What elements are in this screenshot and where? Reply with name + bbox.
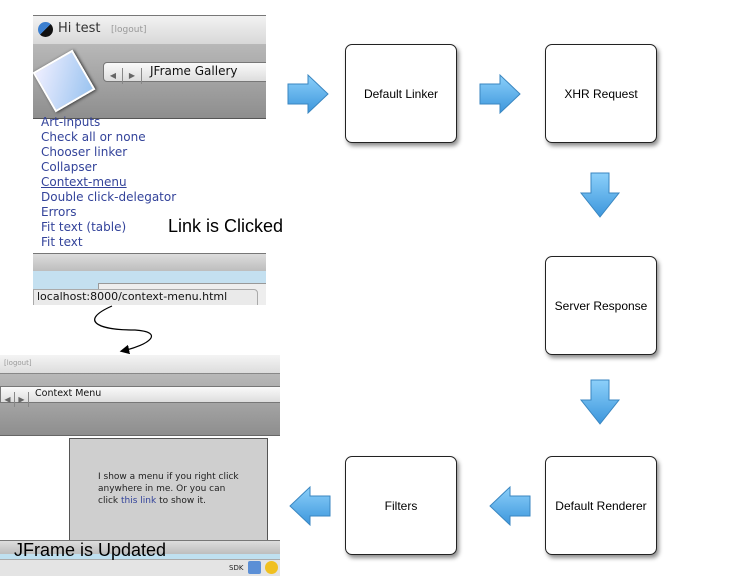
greeting: Hi test bbox=[58, 21, 101, 36]
arrow-left-icon bbox=[289, 485, 331, 527]
show-menu-link[interactable]: this link bbox=[120, 496, 157, 506]
link-clicked-label: Link is Clicked bbox=[168, 216, 284, 236]
curved-connector-arrow bbox=[94, 305, 152, 355]
step-default-renderer: Default Renderer bbox=[545, 456, 657, 555]
screenshot-after: [logout] ◀▶ Context Menu I show a menu i… bbox=[0, 355, 280, 576]
list-item[interactable]: Double click-delegator bbox=[41, 190, 177, 204]
gallery-link-list: Art-inputs Check all or none Chooser lin… bbox=[41, 115, 241, 250]
arrow-down-icon bbox=[579, 172, 621, 218]
back-button[interactable]: ◀ bbox=[104, 68, 123, 84]
back-button[interactable]: ◀ bbox=[1, 392, 15, 407]
list-item[interactable]: Errors bbox=[41, 205, 77, 219]
arrow-right-icon bbox=[287, 73, 329, 115]
toolbar: ◀▶ Context Menu bbox=[0, 374, 280, 436]
step-label: Default Renderer bbox=[555, 498, 647, 513]
app-icon[interactable] bbox=[248, 561, 261, 574]
logo-icon bbox=[38, 22, 53, 37]
window-title: Context Menu bbox=[35, 388, 102, 399]
footer-bar bbox=[0, 540, 280, 555]
gallery-icon bbox=[33, 49, 96, 113]
status-bar-url: localhost:8000/context-menu.html bbox=[33, 289, 258, 305]
jframe-updated-label: JFrame is Updated bbox=[14, 540, 167, 560]
step-label: XHR Request bbox=[564, 86, 638, 101]
step-filters: Filters bbox=[345, 456, 457, 555]
arrow-left-icon bbox=[489, 485, 531, 527]
body-text: I show a menu if you right click anywher… bbox=[98, 472, 239, 506]
step-label: Server Response bbox=[554, 298, 648, 313]
window-title-bar: ◀▶ JFrame Gallery bbox=[103, 62, 266, 84]
logout-link[interactable]: [logout] bbox=[4, 359, 32, 367]
link-text: Fit text bbox=[41, 220, 83, 234]
forward-button[interactable]: ▶ bbox=[123, 68, 142, 84]
list-item[interactable]: Check all or none bbox=[41, 130, 146, 144]
list-item[interactable]: Collapser bbox=[41, 160, 97, 174]
dock-bar: SDK bbox=[0, 559, 280, 576]
context-menu-area[interactable]: I show a menu if you right click anywher… bbox=[69, 438, 268, 560]
app-icon[interactable] bbox=[265, 561, 278, 574]
window-title: JFrame Gallery bbox=[150, 64, 238, 78]
arrow-right-icon bbox=[479, 73, 521, 115]
step-default-linker: Default Linker bbox=[345, 44, 457, 143]
step-server-response: Server Response bbox=[545, 256, 657, 355]
list-item[interactable]: Fit text (table) bbox=[41, 220, 241, 235]
list-item[interactable]: Chooser linker bbox=[41, 145, 128, 159]
context-menu-text: I show a menu if you right click anywher… bbox=[98, 471, 248, 507]
step-label: Default Linker bbox=[363, 86, 439, 101]
footer-bar bbox=[33, 253, 266, 272]
screenshot-before: Hi test [logout] ◀▶ JFrame Gallery Art-i… bbox=[33, 15, 266, 305]
logout-link[interactable]: [logout] bbox=[111, 25, 147, 35]
arrow-down-icon bbox=[579, 379, 621, 425]
list-item-context-menu[interactable]: Context-menu bbox=[41, 175, 127, 189]
forward-button[interactable]: ▶ bbox=[15, 392, 29, 407]
list-item[interactable]: Art-inputs bbox=[41, 115, 101, 129]
sdk-label: SDK bbox=[229, 564, 244, 572]
body-text: to show it. bbox=[159, 496, 206, 506]
toolbar: ◀▶ JFrame Gallery bbox=[33, 44, 266, 119]
link-suffix: (table) bbox=[86, 220, 127, 234]
window-title-bar: ◀▶ Context Menu bbox=[0, 386, 280, 407]
step-xhr-request: XHR Request bbox=[545, 44, 657, 143]
list-item[interactable]: Fit text bbox=[41, 235, 83, 249]
step-label: Filters bbox=[384, 498, 418, 513]
